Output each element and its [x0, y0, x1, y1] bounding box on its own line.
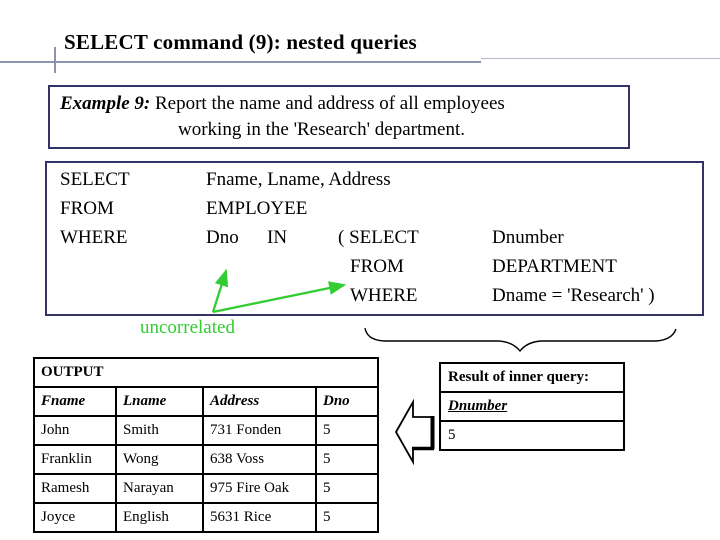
- cell-address: 5631 Rice: [202, 502, 317, 533]
- col-header-address: Address: [202, 386, 317, 417]
- cell-dno: 5: [315, 473, 379, 504]
- sql-outer-where-field: Dno: [206, 227, 239, 248]
- uncorrelated-label: uncorrelated: [140, 317, 235, 338]
- table-row: John Smith 731 Fonden 5: [33, 415, 379, 446]
- cell-dno: 5: [315, 502, 379, 533]
- sql-inner-select-keyword: ( SELECT: [338, 227, 419, 248]
- example-text-line2: working in the 'Research' department.: [178, 119, 466, 140]
- output-header-row: Fname Lname Address Dno: [33, 386, 379, 417]
- output-table-title: OUTPUT: [33, 357, 379, 388]
- inner-result-header-row: Dnumber: [439, 391, 625, 422]
- sql-outer-where-keyword: WHERE: [60, 227, 128, 248]
- col-header-lname: Lname: [115, 386, 204, 417]
- cell-lname: Smith: [115, 415, 204, 446]
- cell-address: 731 Fonden: [202, 415, 317, 446]
- output-title-row: OUTPUT: [33, 357, 379, 388]
- inner-result-value-row: 5: [439, 420, 625, 451]
- example-text-line1: Report the name and address of all emplo…: [155, 93, 505, 114]
- page-title: SELECT command (9): nested queries: [64, 30, 417, 54]
- cell-fname: Joyce: [33, 502, 117, 533]
- inner-result-title-row: Result of inner query:: [439, 362, 625, 393]
- table-row: Joyce English 5631 Rice 5: [33, 502, 379, 533]
- title-underline-left: [0, 61, 481, 63]
- cell-fname: Ramesh: [33, 473, 117, 504]
- cell-address: 638 Voss: [202, 444, 317, 475]
- example-line1: Example 9: Report the name and address o…: [60, 93, 505, 115]
- sql-inner-select-column: Dnumber: [492, 227, 564, 248]
- sql-query-box: SELECT Fname, Lname, Address FROM EMPLOY…: [45, 161, 704, 316]
- example-label: Example 9:: [60, 93, 151, 114]
- col-header-dno: Dno: [315, 386, 379, 417]
- output-table: OUTPUT Fname Lname Address Dno John Smit…: [33, 357, 379, 533]
- cell-lname: English: [115, 502, 204, 533]
- title-underline-right: [481, 58, 720, 59]
- left-block-arrow-icon: [394, 398, 435, 466]
- sql-in-operator: IN: [267, 227, 288, 248]
- underbrace-icon: [364, 327, 677, 353]
- cell-dno: 5: [315, 444, 379, 475]
- inner-result-title: Result of inner query:: [439, 362, 625, 393]
- inner-result-table: Result of inner query: Dnumber 5: [439, 362, 625, 451]
- table-row: Franklin Wong 638 Voss 5: [33, 444, 379, 475]
- col-header-fname: Fname: [33, 386, 117, 417]
- example-box: Example 9: Report the name and address o…: [48, 85, 630, 149]
- cell-dno: 5: [315, 415, 379, 446]
- cell-lname: Narayan: [115, 473, 204, 504]
- inner-result-header: Dnumber: [439, 391, 625, 422]
- sql-outer-from-keyword: FROM: [60, 198, 114, 219]
- sql-outer-select-keyword: SELECT: [60, 169, 130, 190]
- inner-result-value: 5: [439, 420, 625, 451]
- sql-outer-from-table: EMPLOYEE: [206, 198, 308, 219]
- cell-fname: John: [33, 415, 117, 446]
- sql-inner-from-keyword: FROM: [350, 256, 404, 277]
- cell-address: 975 Fire Oak: [202, 473, 317, 504]
- cell-lname: Wong: [115, 444, 204, 475]
- sql-inner-where-condition: Dname = 'Research' ): [492, 285, 655, 306]
- sql-inner-from-table: DEPARTMENT: [492, 256, 617, 277]
- sql-outer-select-columns: Fname, Lname, Address: [206, 169, 391, 190]
- cell-fname: Franklin: [33, 444, 117, 475]
- sql-inner-where-keyword: WHERE: [350, 285, 418, 306]
- table-row: Ramesh Narayan 975 Fire Oak 5: [33, 473, 379, 504]
- title-tick-line: [54, 47, 56, 73]
